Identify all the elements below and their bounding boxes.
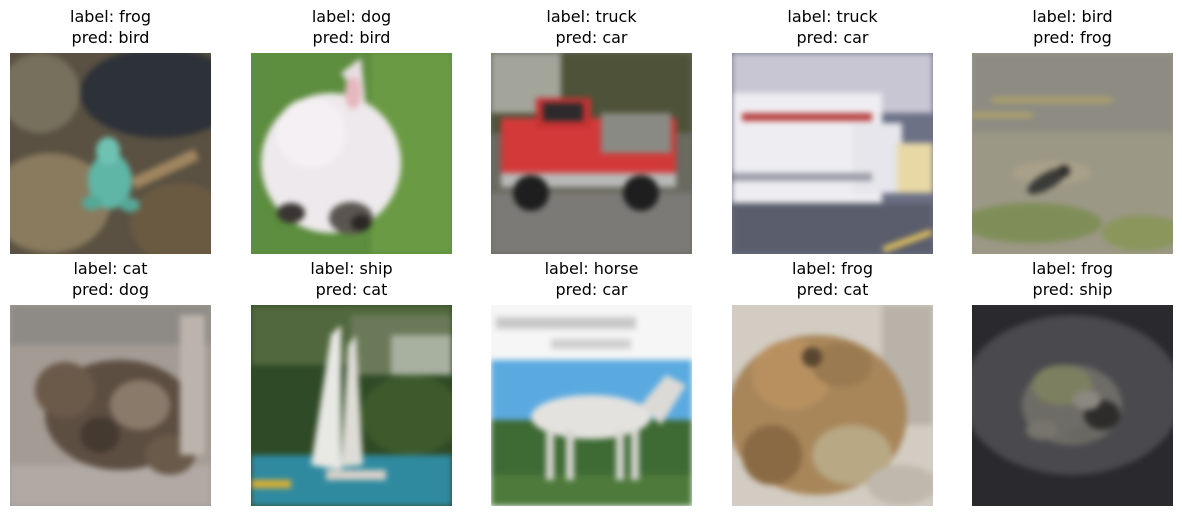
grid-cell-9: label: frog pred: cat (732, 252, 933, 506)
cell-caption: label: cat pred: dog (10, 252, 211, 305)
grid-cell-5: label: bird pred: frog (972, 0, 1173, 254)
predicted-label: pred: frog (1033, 28, 1112, 47)
true-label: label: frog (792, 259, 873, 278)
grid-cell-6: label: cat pred: dog (10, 252, 211, 506)
cell-caption: label: truck pred: car (491, 0, 692, 53)
cat-image (10, 305, 211, 506)
true-label: label: frog (70, 7, 151, 26)
frog-image (10, 53, 211, 254)
cell-caption: label: frog pred: cat (732, 252, 933, 305)
grid-cell-7: label: ship pred: cat (251, 252, 452, 506)
toad-image (732, 305, 933, 506)
dark-toad-image (972, 305, 1173, 506)
grid-cell-10: label: frog pred: ship (972, 252, 1173, 506)
box-truck-image (732, 53, 933, 254)
grid-cell-3: label: truck pred: car (491, 0, 692, 254)
predicted-label: pred: cat (796, 280, 869, 299)
cell-caption: label: bird pred: frog (972, 0, 1173, 53)
true-label: label: horse (544, 259, 639, 278)
grid-cell-2: label: dog pred: bird (251, 0, 452, 254)
predicted-label: pred: ship (1032, 280, 1113, 299)
predicted-label: pred: bird (71, 28, 150, 47)
cell-caption: label: ship pred: cat (251, 252, 452, 305)
grid-cell-4: label: truck pred: car (732, 0, 933, 254)
true-label: label: cat (73, 259, 148, 278)
horse-image (491, 305, 692, 506)
truck-image (491, 53, 692, 254)
predicted-label: pred: car (796, 28, 869, 47)
bird-image (972, 53, 1173, 254)
sailboat-image (251, 305, 452, 506)
dog-image (251, 53, 452, 254)
cell-caption: label: truck pred: car (732, 0, 933, 53)
cell-caption: label: frog pred: ship (972, 252, 1173, 305)
true-label: label: dog (311, 7, 392, 26)
true-label: label: truck (546, 7, 637, 26)
predicted-label: pred: dog (72, 280, 149, 299)
true-label: label: truck (787, 7, 878, 26)
true-label: label: ship (310, 259, 393, 278)
cell-caption: label: dog pred: bird (251, 0, 452, 53)
predicted-label: pred: cat (315, 280, 388, 299)
grid-cell-8: label: horse pred: car (491, 252, 692, 506)
grid-cell-1: label: frog pred: bird (10, 0, 211, 254)
true-label: label: bird (1032, 7, 1113, 26)
cell-caption: label: horse pred: car (491, 252, 692, 305)
predicted-label: pred: car (555, 280, 628, 299)
predicted-label: pred: car (555, 28, 628, 47)
cell-caption: label: frog pred: bird (10, 0, 211, 53)
predicted-label: pred: bird (312, 28, 391, 47)
true-label: label: frog (1032, 259, 1113, 278)
